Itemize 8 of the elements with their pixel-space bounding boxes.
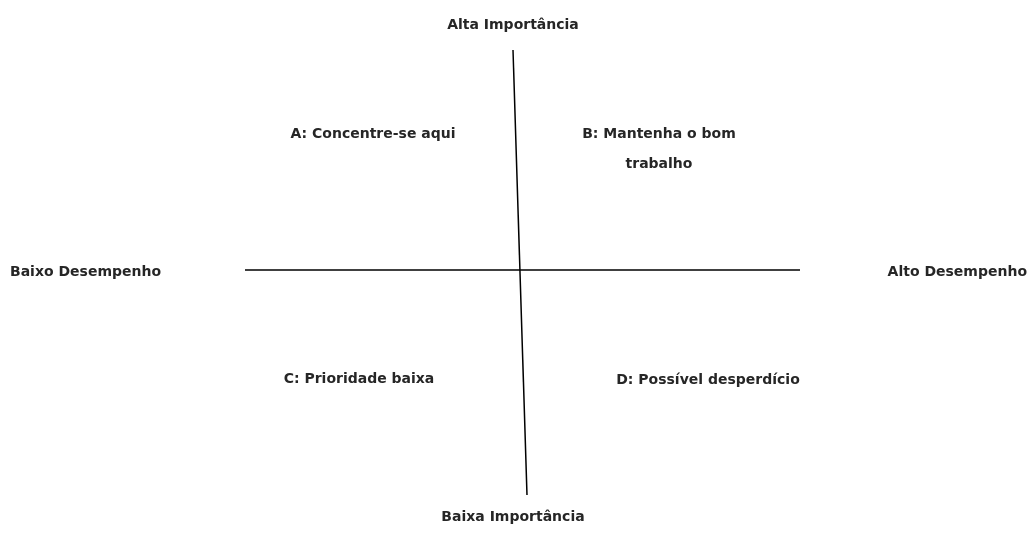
axis-label: Baixo Desempenho — [10, 262, 162, 281]
axis-label: Alta Importância — [447, 15, 579, 34]
quadrant-label: C: Prioridade baixa — [283, 369, 435, 388]
quadrant-label: D: Possível desperdício — [616, 370, 800, 389]
axis-label: Alto Desempenho — [887, 262, 1027, 281]
axis-label: Baixa Importância — [441, 507, 585, 526]
quadrant-label: B: Mantenha o bom trabalho — [581, 124, 737, 173]
quadrant-label: A: Concentre-se aqui — [290, 124, 456, 143]
